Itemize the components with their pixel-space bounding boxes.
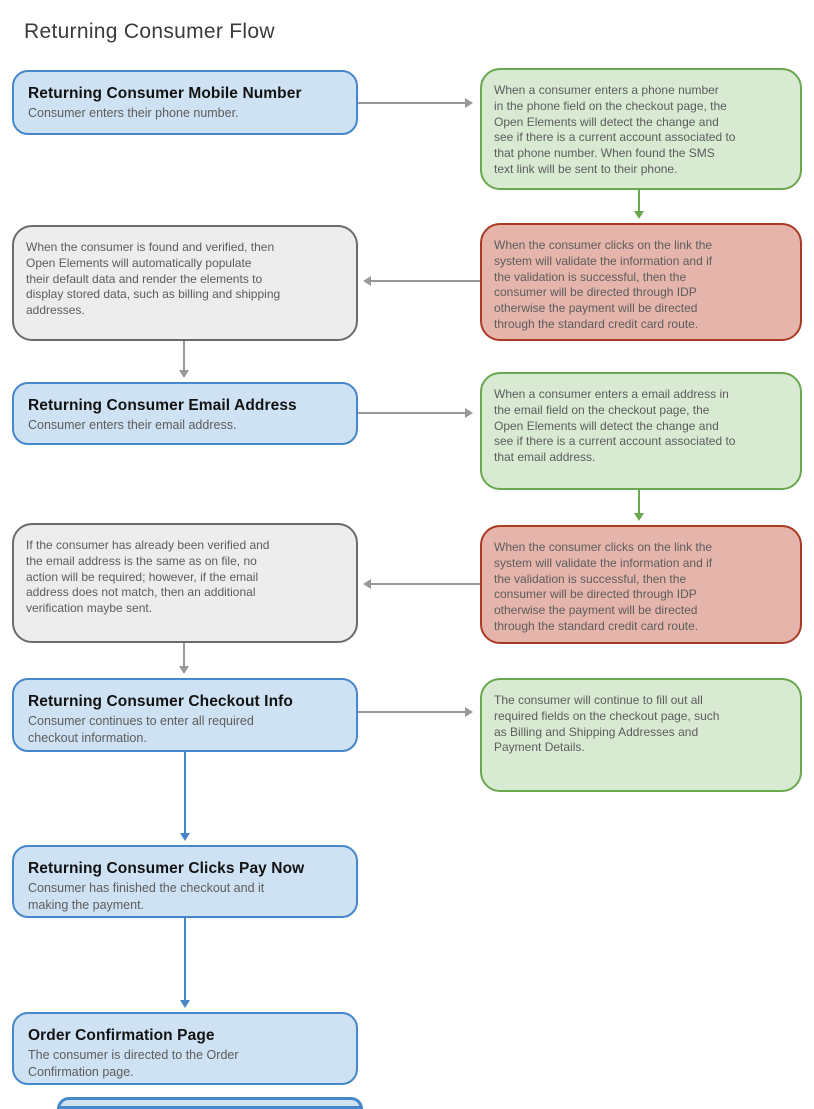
arrow-pay-now-to-order-confirmation xyxy=(180,918,190,1008)
arrow-found-verified-to-email xyxy=(179,341,189,378)
arrow-checkout-info-to-pay-now xyxy=(180,752,190,841)
node-checkout-info-heading: Returning Consumer Checkout Info xyxy=(28,693,293,710)
node-sms-detect-body: When a consumer enters a phone number in… xyxy=(494,83,736,177)
node-partial-bottom xyxy=(57,1097,363,1109)
node-already-verified-body: If the consumer has already been verifie… xyxy=(26,538,270,616)
node-order-confirmation-body: The consumer is directed to the Order Co… xyxy=(28,1048,239,1079)
node-checkout-fill-body: The consumer will continue to fill out a… xyxy=(494,693,720,755)
node-email-validate-body: When the consumer clicks on the link the… xyxy=(494,540,713,634)
node-sms-detect: When a consumer enters a phone number in… xyxy=(480,68,802,190)
arrow-mobile-to-sms-detect xyxy=(358,98,473,108)
node-pay-now-heading: Returning Consumer Clicks Pay Now xyxy=(28,860,305,877)
node-found-verified: When the consumer is found and verified,… xyxy=(12,225,358,341)
arrow-email-detect-to-validate xyxy=(634,490,644,521)
arrow-sms-detect-to-validate xyxy=(634,190,644,219)
node-checkout-info-body: Consumer continues to enter all required… xyxy=(28,714,254,745)
node-pay-now-body: Consumer has finished the checkout and i… xyxy=(28,881,265,912)
node-checkout-fill: The consumer will continue to fill out a… xyxy=(480,678,802,792)
arrow-sms-validate-to-found-verified xyxy=(363,276,480,286)
node-found-verified-body: When the consumer is found and verified,… xyxy=(26,240,281,318)
arrow-email-to-email-detect xyxy=(358,408,473,418)
arrow-already-verified-to-checkout-info xyxy=(179,643,189,674)
node-mobile-number: Returning Consumer Mobile Number Consume… xyxy=(12,70,358,135)
node-email-detect-body: When a consumer enters a email address i… xyxy=(494,387,736,465)
node-email-validate: When the consumer clicks on the link the… xyxy=(480,525,802,644)
node-already-verified: If the consumer has already been verifie… xyxy=(12,523,358,643)
node-mobile-number-heading: Returning Consumer Mobile Number xyxy=(28,85,302,102)
arrow-checkout-info-to-checkout-fill xyxy=(358,707,473,717)
node-pay-now: Returning Consumer Clicks Pay Now Consum… xyxy=(12,845,358,918)
node-order-confirmation: Order Confirmation Page The consumer is … xyxy=(12,1012,358,1085)
node-mobile-number-body: Consumer enters their phone number. xyxy=(28,106,239,121)
node-email-detect: When a consumer enters a email address i… xyxy=(480,372,802,490)
node-email-address: Returning Consumer Email Address Consume… xyxy=(12,382,358,445)
arrow-email-validate-to-already-verified xyxy=(363,579,480,589)
page-title: Returning Consumer Flow xyxy=(24,20,275,43)
node-sms-validate-body: When the consumer clicks on the link the… xyxy=(494,238,713,332)
node-sms-validate: When the consumer clicks on the link the… xyxy=(480,223,802,341)
node-checkout-info: Returning Consumer Checkout Info Consume… xyxy=(12,678,358,752)
node-order-confirmation-heading: Order Confirmation Page xyxy=(28,1027,215,1044)
node-email-address-body: Consumer enters their email address. xyxy=(28,418,237,433)
node-email-address-heading: Returning Consumer Email Address xyxy=(28,397,297,414)
